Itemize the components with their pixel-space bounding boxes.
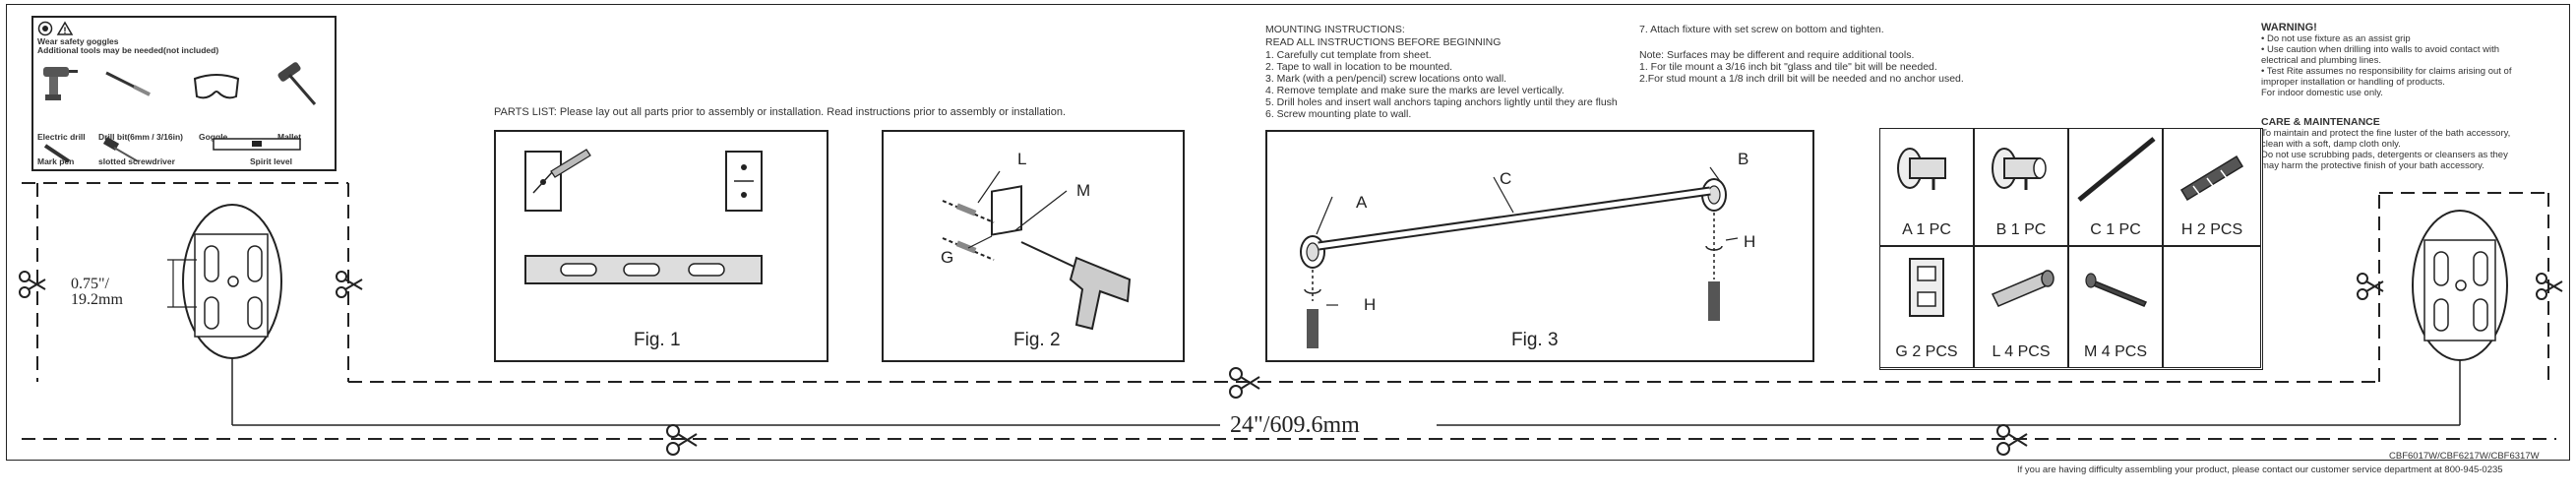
part-caption: G 2 PCS bbox=[1895, 343, 1958, 360]
care-line-4: may harm the protective finish of your b… bbox=[2261, 160, 2484, 171]
tool-label-spirit-level: Spirit level bbox=[250, 156, 292, 166]
bracket-b-icon bbox=[1992, 148, 2047, 190]
fig2-label-m: M bbox=[1076, 181, 1091, 200]
fig2-drawing bbox=[942, 170, 1132, 331]
part-cell-h: H 2 PCS bbox=[2163, 128, 2261, 246]
part-cell-b: B 1 PC bbox=[1974, 128, 2068, 246]
fig3-label-c: C bbox=[1500, 169, 1512, 188]
warning-line-4: • Test Rite assumes no responsibility fo… bbox=[2261, 66, 2512, 77]
mallet-icon bbox=[277, 62, 317, 105]
care-line-3: Do not use scrubbing pads, detergents or… bbox=[2261, 150, 2508, 160]
scissors-icon bbox=[336, 271, 363, 298]
fig3-label-h-right: H bbox=[1744, 232, 1756, 251]
fig3-drawing bbox=[1300, 166, 1739, 348]
goggle-icon bbox=[193, 74, 240, 99]
mounting-title: MOUNTING INSTRUCTIONS: bbox=[1265, 24, 1405, 35]
part-caption: B 1 PC bbox=[1995, 221, 2047, 238]
part-caption: A 1 PC bbox=[1902, 221, 1951, 238]
mounting-step-4: 4. Remove template and make sure the mar… bbox=[1265, 85, 1564, 96]
screw-icon bbox=[2085, 273, 2148, 307]
tool-label-mallet: Mallet bbox=[277, 132, 302, 142]
figure-1-label: Fig. 1 bbox=[634, 330, 681, 350]
scissors-icon bbox=[2536, 273, 2563, 300]
part-cell-g: G 2 PCS bbox=[1879, 246, 1974, 368]
screwdriver-icon bbox=[102, 137, 139, 162]
warning-title: WARNING! bbox=[2261, 22, 2317, 33]
fig2-label-l: L bbox=[1017, 150, 1027, 168]
svg-text:!: ! bbox=[64, 26, 67, 35]
wall-anchor-icon bbox=[1991, 270, 2055, 307]
figure-2-label: Fig. 2 bbox=[1013, 330, 1061, 350]
scissors-icon bbox=[19, 271, 46, 298]
tool-label-screwdriver: slotted screwdriver bbox=[98, 156, 175, 166]
mounting-step-5: 5. Drill holes and insert wall anchors t… bbox=[1265, 96, 1618, 108]
spacing-label-mm: 19.2mm bbox=[71, 291, 123, 308]
spirit-level-icon bbox=[213, 138, 301, 151]
mounting-step-3: 3. Mark (with a pen/pencil) screw locati… bbox=[1265, 73, 1507, 85]
mounting-note: Note: Surfaces may be different and requ… bbox=[1639, 49, 1915, 61]
part-caption: L 4 PCS bbox=[1992, 343, 2051, 360]
warning-triangle-icon: ! bbox=[56, 21, 74, 35]
mark-pen-icon bbox=[43, 144, 71, 163]
mounting-note-1: 1. For tile mount a 3/16 inch bit "glass… bbox=[1639, 61, 1937, 73]
scissors-icon bbox=[2357, 273, 2384, 300]
tools-box: ! Wear safety goggles Additional tools m… bbox=[31, 16, 337, 171]
model-codes: CBF6017W/CBF6217W/CBF6317W bbox=[2389, 451, 2540, 462]
warning-line-3: electrical and plumbing lines. bbox=[2261, 55, 2381, 66]
fig3-label-a: A bbox=[1356, 193, 1368, 212]
mounting-step-7: 7. Attach fixture with set screw on bott… bbox=[1639, 24, 1884, 35]
scissors-icon bbox=[666, 424, 698, 456]
tool-label-mark-pen: Mark pen bbox=[37, 156, 75, 166]
warning-line-2: • Use caution when drilling into walls t… bbox=[2261, 44, 2500, 55]
towel-bar-icon bbox=[2077, 137, 2156, 202]
warning-line-6: For indoor domestic use only. bbox=[2261, 88, 2383, 98]
scissors-icon bbox=[1229, 367, 1260, 399]
fig1-drawing bbox=[524, 149, 763, 284]
warning-line-1: • Do not use fixture as an assist grip bbox=[2261, 33, 2411, 44]
part-caption: M 4 PCS bbox=[2083, 343, 2147, 360]
width-dimension-label: 24"/609.6mm bbox=[1230, 412, 1360, 438]
mounting-step-1: 1. Carefully cut template from sheet. bbox=[1265, 49, 1432, 61]
footer-contact: If you are having difficulty assembling … bbox=[2017, 465, 2503, 475]
scissors-icon bbox=[1996, 424, 2028, 456]
safety-title: Wear safety goggles bbox=[37, 36, 119, 46]
warning-line-5: improper installation or handling of pro… bbox=[2261, 77, 2445, 88]
tool-label-drill-bit: Drill bit(6mm / 3/16in) bbox=[98, 132, 183, 142]
figure-2-box bbox=[882, 130, 1185, 362]
part-cell-l: L 4 PCS bbox=[1974, 246, 2068, 368]
tool-label-goggle: Goggle bbox=[199, 132, 228, 142]
part-caption: C 1 PC bbox=[2090, 221, 2141, 238]
fig3-label-h-left: H bbox=[1364, 295, 1377, 314]
mounting-step-2: 2. Tape to wall in location to be mounte… bbox=[1265, 61, 1453, 73]
figure-3-label: Fig. 3 bbox=[1511, 330, 1559, 350]
care-title: CARE & MAINTENANCE bbox=[2261, 116, 2380, 128]
part-cell-empty bbox=[2163, 246, 2261, 368]
figure-3-box bbox=[1265, 130, 1814, 362]
set-screw-icon bbox=[2179, 155, 2244, 202]
part-cell-m: M 4 PCS bbox=[2068, 246, 2163, 368]
tool-label-drill: Electric drill bbox=[37, 132, 86, 142]
part-cell-a: A 1 PC bbox=[1879, 128, 1974, 246]
part-caption: H 2 PCS bbox=[2180, 221, 2243, 238]
part-cell-c: C 1 PC bbox=[2068, 128, 2163, 246]
mounting-plate-icon bbox=[1909, 258, 1944, 317]
fig3-label-b: B bbox=[1738, 150, 1749, 168]
spacing-label: 0.75"/ bbox=[71, 276, 109, 292]
safety-goggles-icon bbox=[37, 21, 53, 36]
care-line-2: clean with a soft, damp cloth only. bbox=[2261, 139, 2401, 150]
electric-drill-icon bbox=[43, 67, 78, 100]
mounting-step-6: 6. Screw mounting plate to wall. bbox=[1265, 108, 1412, 120]
mounting-note-2: 2.For stud mount a 1/8 inch drill bit wi… bbox=[1639, 73, 1964, 85]
care-line-1: To maintain and protect the fine luster … bbox=[2261, 128, 2511, 139]
drill-bit-icon bbox=[105, 71, 151, 96]
mounting-subtitle: READ ALL INSTRUCTIONS BEFORE BEGINNING bbox=[1265, 36, 1502, 48]
bracket-a-icon bbox=[1897, 148, 1946, 190]
parts-list-text: PARTS LIST: Please lay out all parts pri… bbox=[494, 106, 1067, 118]
tools-note: Additional tools may be needed(not inclu… bbox=[37, 45, 219, 55]
fig2-label-g: G bbox=[941, 248, 954, 267]
